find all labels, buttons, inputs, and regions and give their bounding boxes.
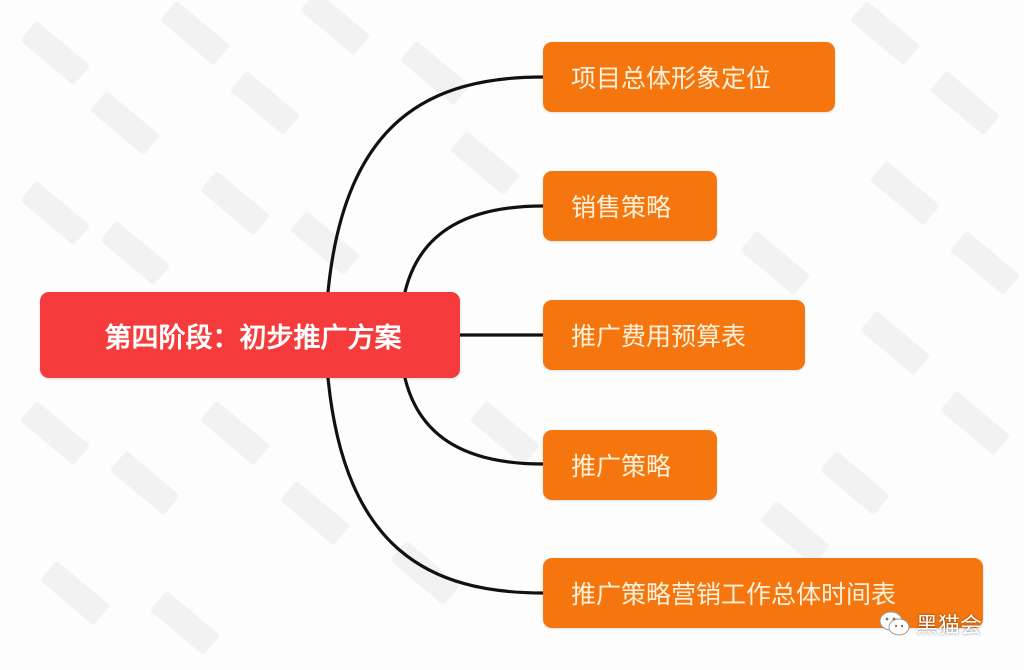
subtopic-marketing-timeline[interactable]: 推广策略营销工作总体时间表 [543,558,983,628]
wechat-icon [878,610,912,638]
connector-1 [326,75,545,294]
subtopic-label: 项目总体形象定位 [571,64,772,93]
subtopic-label: 推广策略 [571,452,672,481]
subtopic-label: 推广策略营销工作总体时间表 [571,580,897,609]
subtopic-label: 销售策略 [571,193,672,222]
root-topic[interactable]: 第四阶段：初步推广方案 [40,292,460,378]
subtopic-promotion-budget[interactable]: 推广费用预算表 [543,300,805,370]
subtopic-label: 推广费用预算表 [571,322,747,351]
subtopic-promotion-strategy[interactable]: 推广策略 [543,430,717,500]
subtopic-sales-strategy[interactable]: 销售策略 [543,171,717,241]
connector-5 [326,376,545,595]
root-topic-label: 第四阶段：初步推广方案 [104,322,402,354]
subtopic-project-image-positioning[interactable]: 项目总体形象定位 [543,42,835,112]
connector-2 [403,204,545,294]
brand-watermark: 黑猫会 [878,608,982,640]
brand-text: 黑猫会 [916,614,983,639]
connector-4 [403,376,545,466]
